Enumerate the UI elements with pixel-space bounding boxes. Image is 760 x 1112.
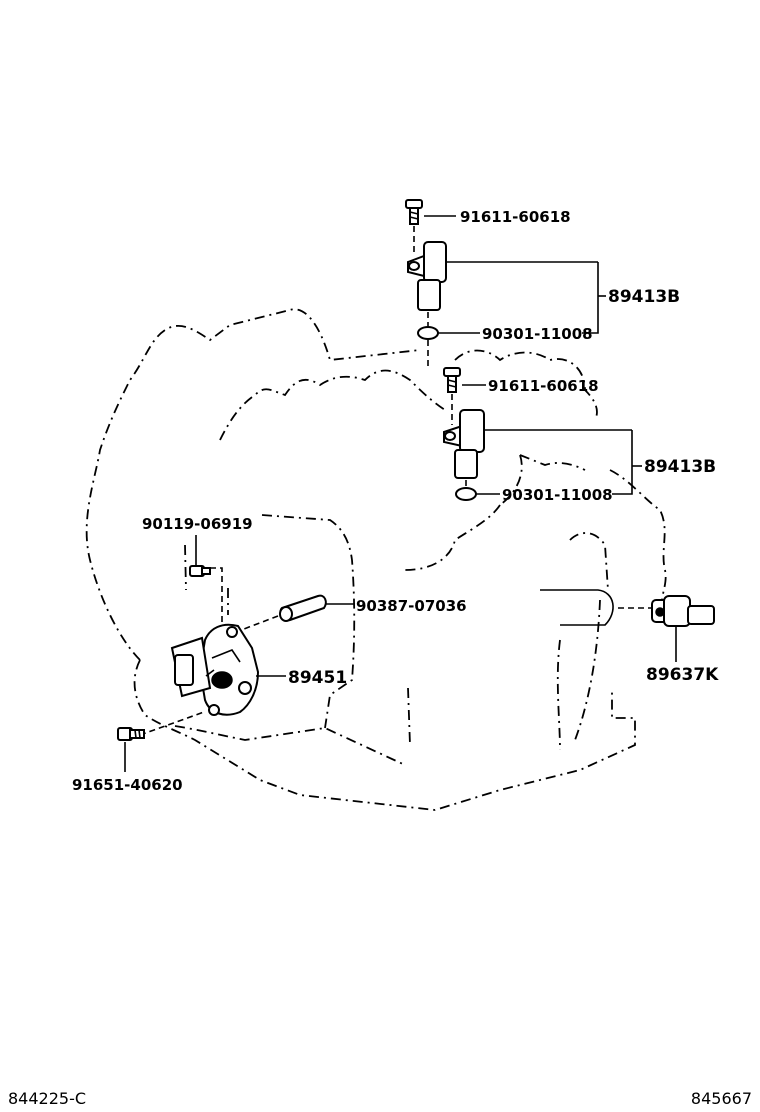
- speed-sensor-icon: [651, 595, 715, 662]
- gasket-mid-icon: [455, 480, 500, 501]
- bolt-top-icon: [405, 199, 456, 255]
- transmission-housing-outline: [85, 308, 667, 811]
- bracket-sensor-mid: [612, 430, 642, 495]
- neutral-switch-icon: [139, 623, 286, 736]
- pin-icon: [235, 594, 354, 633]
- label-bolt-mid: 91611-60618: [488, 377, 599, 395]
- bolt-bottom-icon: [117, 727, 145, 772]
- bolt-switch-icon: [189, 535, 223, 625]
- label-pin: 90387-07036: [356, 597, 467, 615]
- gasket-top-icon: [417, 312, 480, 368]
- label-gasket-mid: 90301-11008: [502, 486, 613, 504]
- output-shaft-boss: [540, 589, 655, 626]
- label-bolt-switch: 90119-06919: [142, 515, 253, 533]
- label-bolt-bottom: 91651-40620: [72, 776, 183, 794]
- bracket-sensor-top: [582, 262, 606, 334]
- label-gasket-top: 90301-11008: [482, 325, 593, 343]
- label-sensor-mid: 89413B: [644, 457, 716, 477]
- label-bolt-top: 91611-60618: [460, 208, 571, 226]
- label-speed-sensor: 89637K: [646, 665, 719, 685]
- sensor-top-icon: [407, 241, 598, 311]
- label-switch: 89451: [288, 668, 347, 688]
- label-sensor-top: 89413B: [608, 287, 680, 307]
- sensor-mid-icon: [443, 409, 632, 479]
- footer-right-code: 845667: [691, 1089, 752, 1108]
- footer-left-code: 844225-C: [8, 1089, 86, 1108]
- bolt-mid-icon: [443, 367, 486, 425]
